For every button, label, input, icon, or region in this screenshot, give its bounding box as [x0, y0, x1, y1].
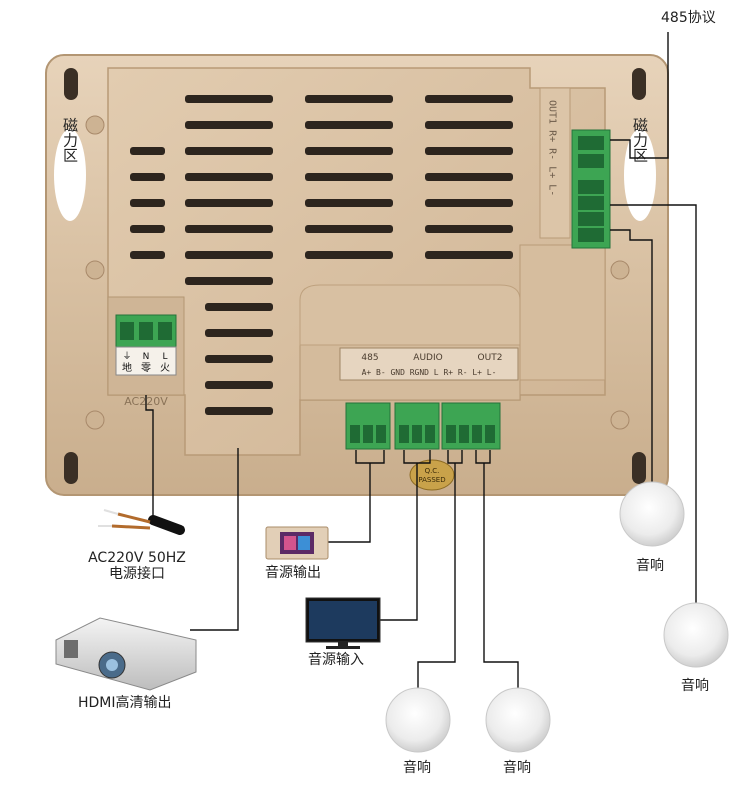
tv-device: [305, 597, 381, 649]
magnet-zone-right-label: 磁力区: [631, 118, 649, 163]
wire-speaker-1-drop: [417, 463, 456, 690]
power-cable: [98, 509, 185, 535]
speaker-1-icon: [385, 687, 451, 753]
speaker-2-icon: [485, 687, 551, 753]
power-mark-neutral: N: [143, 352, 150, 362]
source-input-label: 音源输入: [308, 652, 364, 668]
mount-slot: [64, 68, 78, 100]
wire-source-output-drop: [328, 463, 371, 543]
wire-speaker-2: [475, 450, 491, 464]
wire-speaker-2-drop: [483, 463, 519, 690]
speaker-4-label: 音响: [681, 678, 709, 694]
qc-badge-bottom: PASSED: [418, 476, 445, 484]
mount-slot: [632, 452, 646, 484]
magnet-zone-right: 磁力区: [624, 118, 656, 221]
rs485-label: 485协议: [661, 10, 716, 26]
power-connection-label: AC220V 50HZ 电源接口: [82, 550, 192, 582]
projector-device: [55, 617, 197, 691]
speaker-2-label: 音响: [503, 760, 531, 776]
magnet-zone-left-label: 磁力区: [61, 118, 79, 163]
magnet-zone-left: 磁力区: [54, 118, 86, 221]
mount-slot: [632, 68, 646, 100]
qc-badge-top: Q.C.: [425, 467, 440, 475]
wire-power: [145, 395, 154, 520]
bus-pin-labels: A+ B- GND RGND L R+ R- L+ L-: [362, 368, 497, 377]
wiring-lines: [145, 32, 697, 690]
screw: [85, 115, 105, 135]
bus-label-strip: 485 AUDIO OUT2 A+ B- GND RGND L R+ R- L+…: [339, 347, 519, 381]
bus-label-485: 485: [361, 353, 378, 363]
power-label-line1: AC220V 50HZ: [88, 550, 186, 566]
hdmi-output-label: HDMI高清输出: [78, 695, 172, 711]
power-label-ground: 地: [122, 361, 132, 374]
power-label-live: 火: [160, 362, 170, 374]
vent-grille: [130, 95, 513, 415]
screw: [85, 410, 105, 430]
power-mark-live: L: [162, 352, 167, 362]
wire-hdmi: [190, 448, 239, 631]
wire-485: [610, 32, 669, 159]
terminal-block-right: [571, 129, 611, 249]
power-terminal-block: ⏚ N L 地 零 火 AC220V: [107, 296, 185, 408]
speaker-4-icon: [663, 602, 729, 668]
side-module-label: OUT1 R+ R- L+ L-: [547, 100, 558, 196]
screw: [610, 410, 630, 430]
screw: [610, 260, 630, 280]
wire-source-input-drop: [380, 463, 418, 621]
bus-label-out2: OUT2: [478, 353, 503, 363]
speaker-3-label: 音响: [636, 558, 664, 574]
source-output-label: 音源输出: [265, 565, 321, 581]
power-mark-ground: ⏚: [122, 351, 131, 362]
bus-label-audio: AUDIO: [413, 353, 442, 363]
qc-passed-badge: Q.C. PASSED: [409, 459, 455, 491]
source-output-device: [265, 526, 329, 560]
wire-speaker-4: [610, 204, 697, 603]
mount-slot: [64, 452, 78, 484]
speaker-1-label: 音响: [403, 760, 431, 776]
power-label-line2: 电源接口: [109, 566, 165, 583]
wire-speaker-3: [610, 229, 653, 482]
bus-terminal-blocks: [345, 402, 501, 450]
screw: [85, 260, 105, 280]
power-label-neutral: 零: [141, 362, 151, 374]
speaker-3-icon: [619, 481, 685, 547]
